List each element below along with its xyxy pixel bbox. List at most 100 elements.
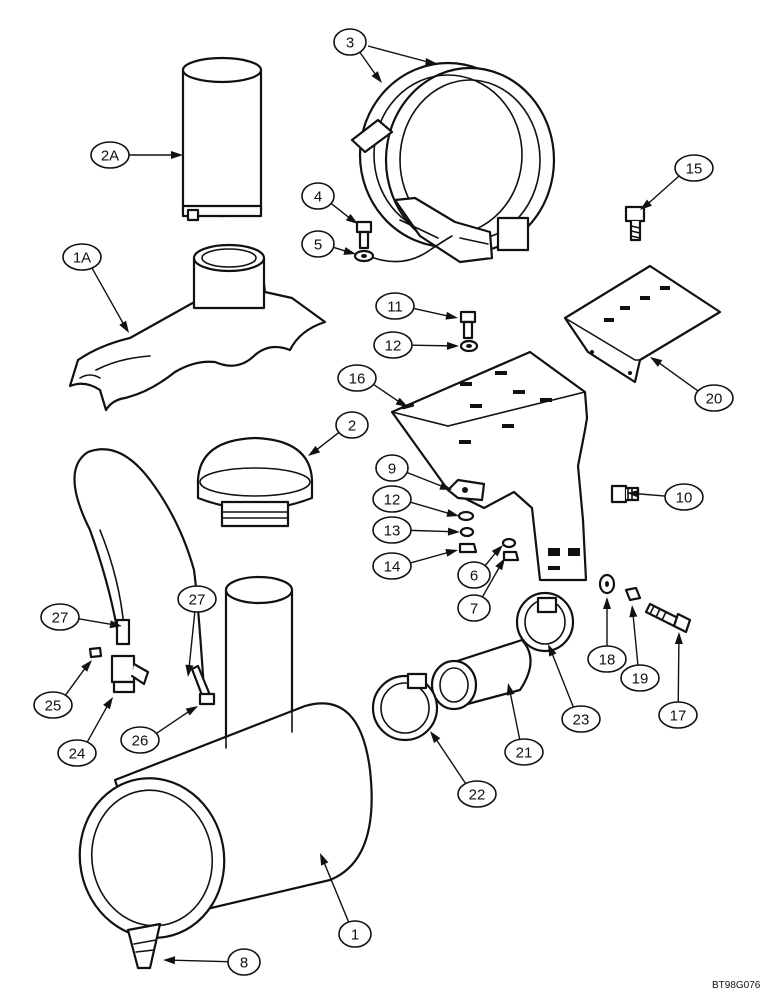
callout-label: 22 xyxy=(469,787,486,804)
leader-arrowhead xyxy=(439,482,452,490)
callout-bubble xyxy=(177,585,217,613)
leader-line xyxy=(410,551,450,564)
leader-arrowhead xyxy=(603,597,611,609)
part-12-washer-top xyxy=(459,339,479,353)
part-18-washer xyxy=(598,573,616,595)
leader-arrowhead xyxy=(119,320,129,333)
leader-line xyxy=(406,471,444,488)
callout-8: 8 xyxy=(163,948,261,976)
leader-line xyxy=(330,202,352,220)
part-13-lockwasher xyxy=(459,526,475,538)
callout-bubble xyxy=(694,384,734,412)
leader-line xyxy=(550,651,574,708)
callout-10: 10 xyxy=(627,483,704,511)
leader-line xyxy=(64,666,87,696)
leader-arrowhead xyxy=(650,357,663,367)
callout-14: 14 xyxy=(372,548,458,580)
callout-2: 2 xyxy=(308,411,369,456)
callout-label: 10 xyxy=(676,490,693,507)
callout-label: 8 xyxy=(240,955,248,972)
callout-label: 27 xyxy=(52,610,69,627)
callout-label: 16 xyxy=(349,371,366,388)
leader-line-3b xyxy=(367,45,429,63)
part-17-bolt xyxy=(644,602,692,634)
leader-line xyxy=(509,691,521,740)
leader-line xyxy=(373,383,401,404)
leader-arrowhead xyxy=(495,558,505,571)
callout-12: 12 xyxy=(372,485,459,517)
part-3-mounting-bands xyxy=(350,61,556,264)
callout-layer: 2A315451A1112162029101213146727271819252… xyxy=(33,28,734,976)
leader-arrowhead xyxy=(445,548,458,557)
leader-arrowhead xyxy=(446,341,459,350)
part-11-bolt xyxy=(459,310,477,340)
callout-24: 24 xyxy=(57,697,113,767)
part-21-rubber-hose xyxy=(430,638,532,711)
leader-line xyxy=(410,501,451,515)
leader-line xyxy=(411,344,451,347)
part-27-hose xyxy=(73,448,214,705)
part-12-washer xyxy=(457,510,475,522)
leader-arrowhead xyxy=(109,620,122,629)
callout-27: 27 xyxy=(177,585,217,677)
leader-arrowhead xyxy=(627,489,640,498)
leader-line xyxy=(78,618,114,626)
callout-bubble xyxy=(227,948,261,976)
callout-bubble xyxy=(504,738,544,766)
callout-bubble xyxy=(674,154,714,182)
leader-arrowhead xyxy=(163,956,176,965)
leader-arrowhead xyxy=(395,397,408,407)
callout-bubble xyxy=(335,411,369,439)
callout-label: 27 xyxy=(189,592,206,609)
part-2A-tube xyxy=(181,56,263,222)
leader-arrowhead xyxy=(447,527,460,536)
callout-label: 24 xyxy=(69,746,86,763)
callout-bubble xyxy=(338,920,372,948)
callout-18: 18 xyxy=(587,597,627,673)
callout-11: 11 xyxy=(375,292,458,320)
leader-line xyxy=(434,737,467,784)
leader-arrowhead xyxy=(171,151,183,159)
callout-bubble xyxy=(372,552,412,580)
callout-1a: 1A xyxy=(62,243,129,333)
leader-arrowhead xyxy=(185,706,198,716)
part-1A-hood-panel xyxy=(68,243,327,412)
leader-line xyxy=(91,267,125,326)
callout-6: 6 xyxy=(457,545,503,589)
callout-label: 5 xyxy=(314,237,322,254)
callout-17: 17 xyxy=(658,632,698,729)
callout-bubble xyxy=(62,243,102,271)
part-2-precleaner-cap xyxy=(196,436,314,528)
callout-15: 15 xyxy=(640,154,714,210)
callout-25: 25 xyxy=(33,660,92,719)
leader-line xyxy=(657,361,699,392)
part-9-clip-plate xyxy=(446,478,486,502)
callout-label: 19 xyxy=(632,671,649,688)
callout-label: 3 xyxy=(346,35,354,52)
leader-arrowhead-3b xyxy=(425,58,438,67)
leader-arrowhead xyxy=(445,311,458,320)
leader-arrowhead xyxy=(185,664,194,677)
callout-13: 13 xyxy=(372,516,460,544)
callout-7: 7 xyxy=(457,558,505,622)
callout-label: 21 xyxy=(516,745,533,762)
leader-arrowhead xyxy=(506,683,515,696)
callout-bubble xyxy=(375,292,415,320)
part-15-bolt xyxy=(624,205,646,242)
callout-label: 17 xyxy=(670,708,687,725)
leader-arrowhead xyxy=(640,199,652,210)
leader-line xyxy=(413,307,450,317)
part-23-hose-clamp xyxy=(515,591,575,653)
leader-line xyxy=(677,640,680,703)
callout-bubble xyxy=(40,603,80,631)
leader-line xyxy=(155,709,191,735)
callout-label: 7 xyxy=(470,601,478,618)
leader-arrowhead xyxy=(308,445,321,456)
callout-label: 14 xyxy=(384,559,401,576)
callout-label: 25 xyxy=(45,698,62,715)
leader-line xyxy=(171,959,229,963)
leader-arrowhead xyxy=(320,853,329,866)
callout-bubble xyxy=(57,739,97,767)
leader-line xyxy=(484,551,498,567)
